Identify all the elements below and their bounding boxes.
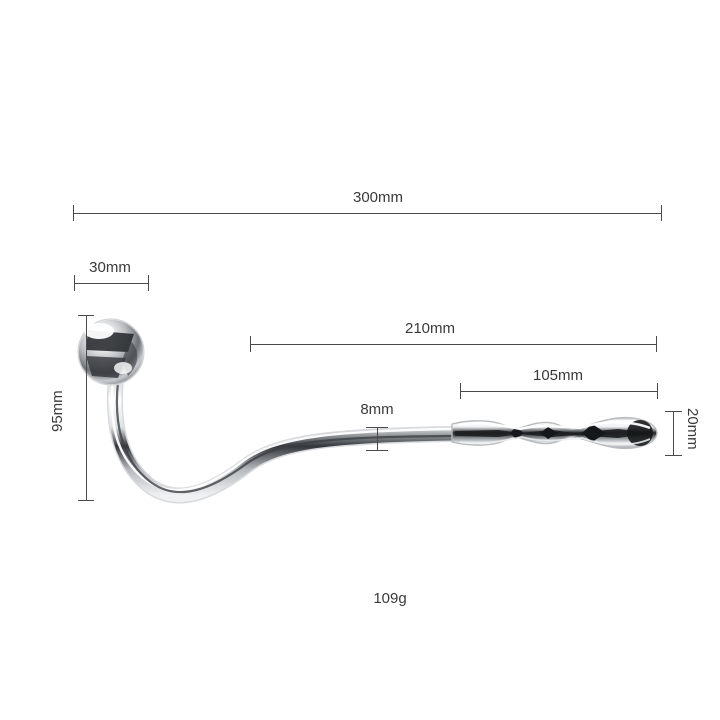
dimension-ball-diameter-line <box>74 283 148 284</box>
dimension-handle-diameter-tick-bottom <box>665 455 682 456</box>
dimension-total-length-tick-right <box>661 205 662 221</box>
dimension-hook-height-label: 95mm <box>49 390 66 432</box>
dimension-shaft-thickness-tick-top <box>366 427 388 428</box>
dimension-total-length-line <box>73 213 661 214</box>
dimension-ball-diameter-tick-right <box>148 275 149 291</box>
dimension-shaft-thickness-tick-bottom <box>366 450 388 451</box>
hook-shaft <box>106 370 460 504</box>
dimension-shaft-length-tick-right <box>656 336 657 352</box>
dimension-handle-diameter-label: 20mm <box>684 408 701 450</box>
dimension-handle-length-label: 105mm <box>532 367 584 384</box>
dimension-handle-length-tick-left <box>460 383 461 399</box>
dimension-total-length-tick-left <box>73 205 74 221</box>
dimension-total-length-label: 300mm <box>352 189 404 206</box>
dimension-shaft-length-label: 210mm <box>404 320 456 337</box>
dimension-hook-height-line <box>86 315 87 500</box>
dimension-shaft-thickness-label: 8mm <box>360 401 394 418</box>
handle <box>451 416 658 450</box>
weight-label: 109g <box>373 590 407 607</box>
dimension-handle-diameter-tick-top <box>665 411 682 412</box>
dimension-shaft-length-line <box>250 344 656 345</box>
dimension-handle-diameter-line <box>673 411 674 455</box>
dimension-shaft-thickness-line <box>377 427 378 450</box>
dimension-hook-height-tick-top <box>78 315 94 316</box>
dimension-ball-diameter-label: 30mm <box>89 259 131 276</box>
dimension-hook-height-tick-bottom <box>78 500 94 501</box>
ball-end <box>77 318 145 386</box>
dimension-handle-length-line <box>460 391 657 392</box>
dimension-handle-length-tick-right <box>657 383 658 399</box>
dimension-ball-diameter-tick-left <box>74 275 75 291</box>
dimension-shaft-length-tick-left <box>250 336 251 352</box>
